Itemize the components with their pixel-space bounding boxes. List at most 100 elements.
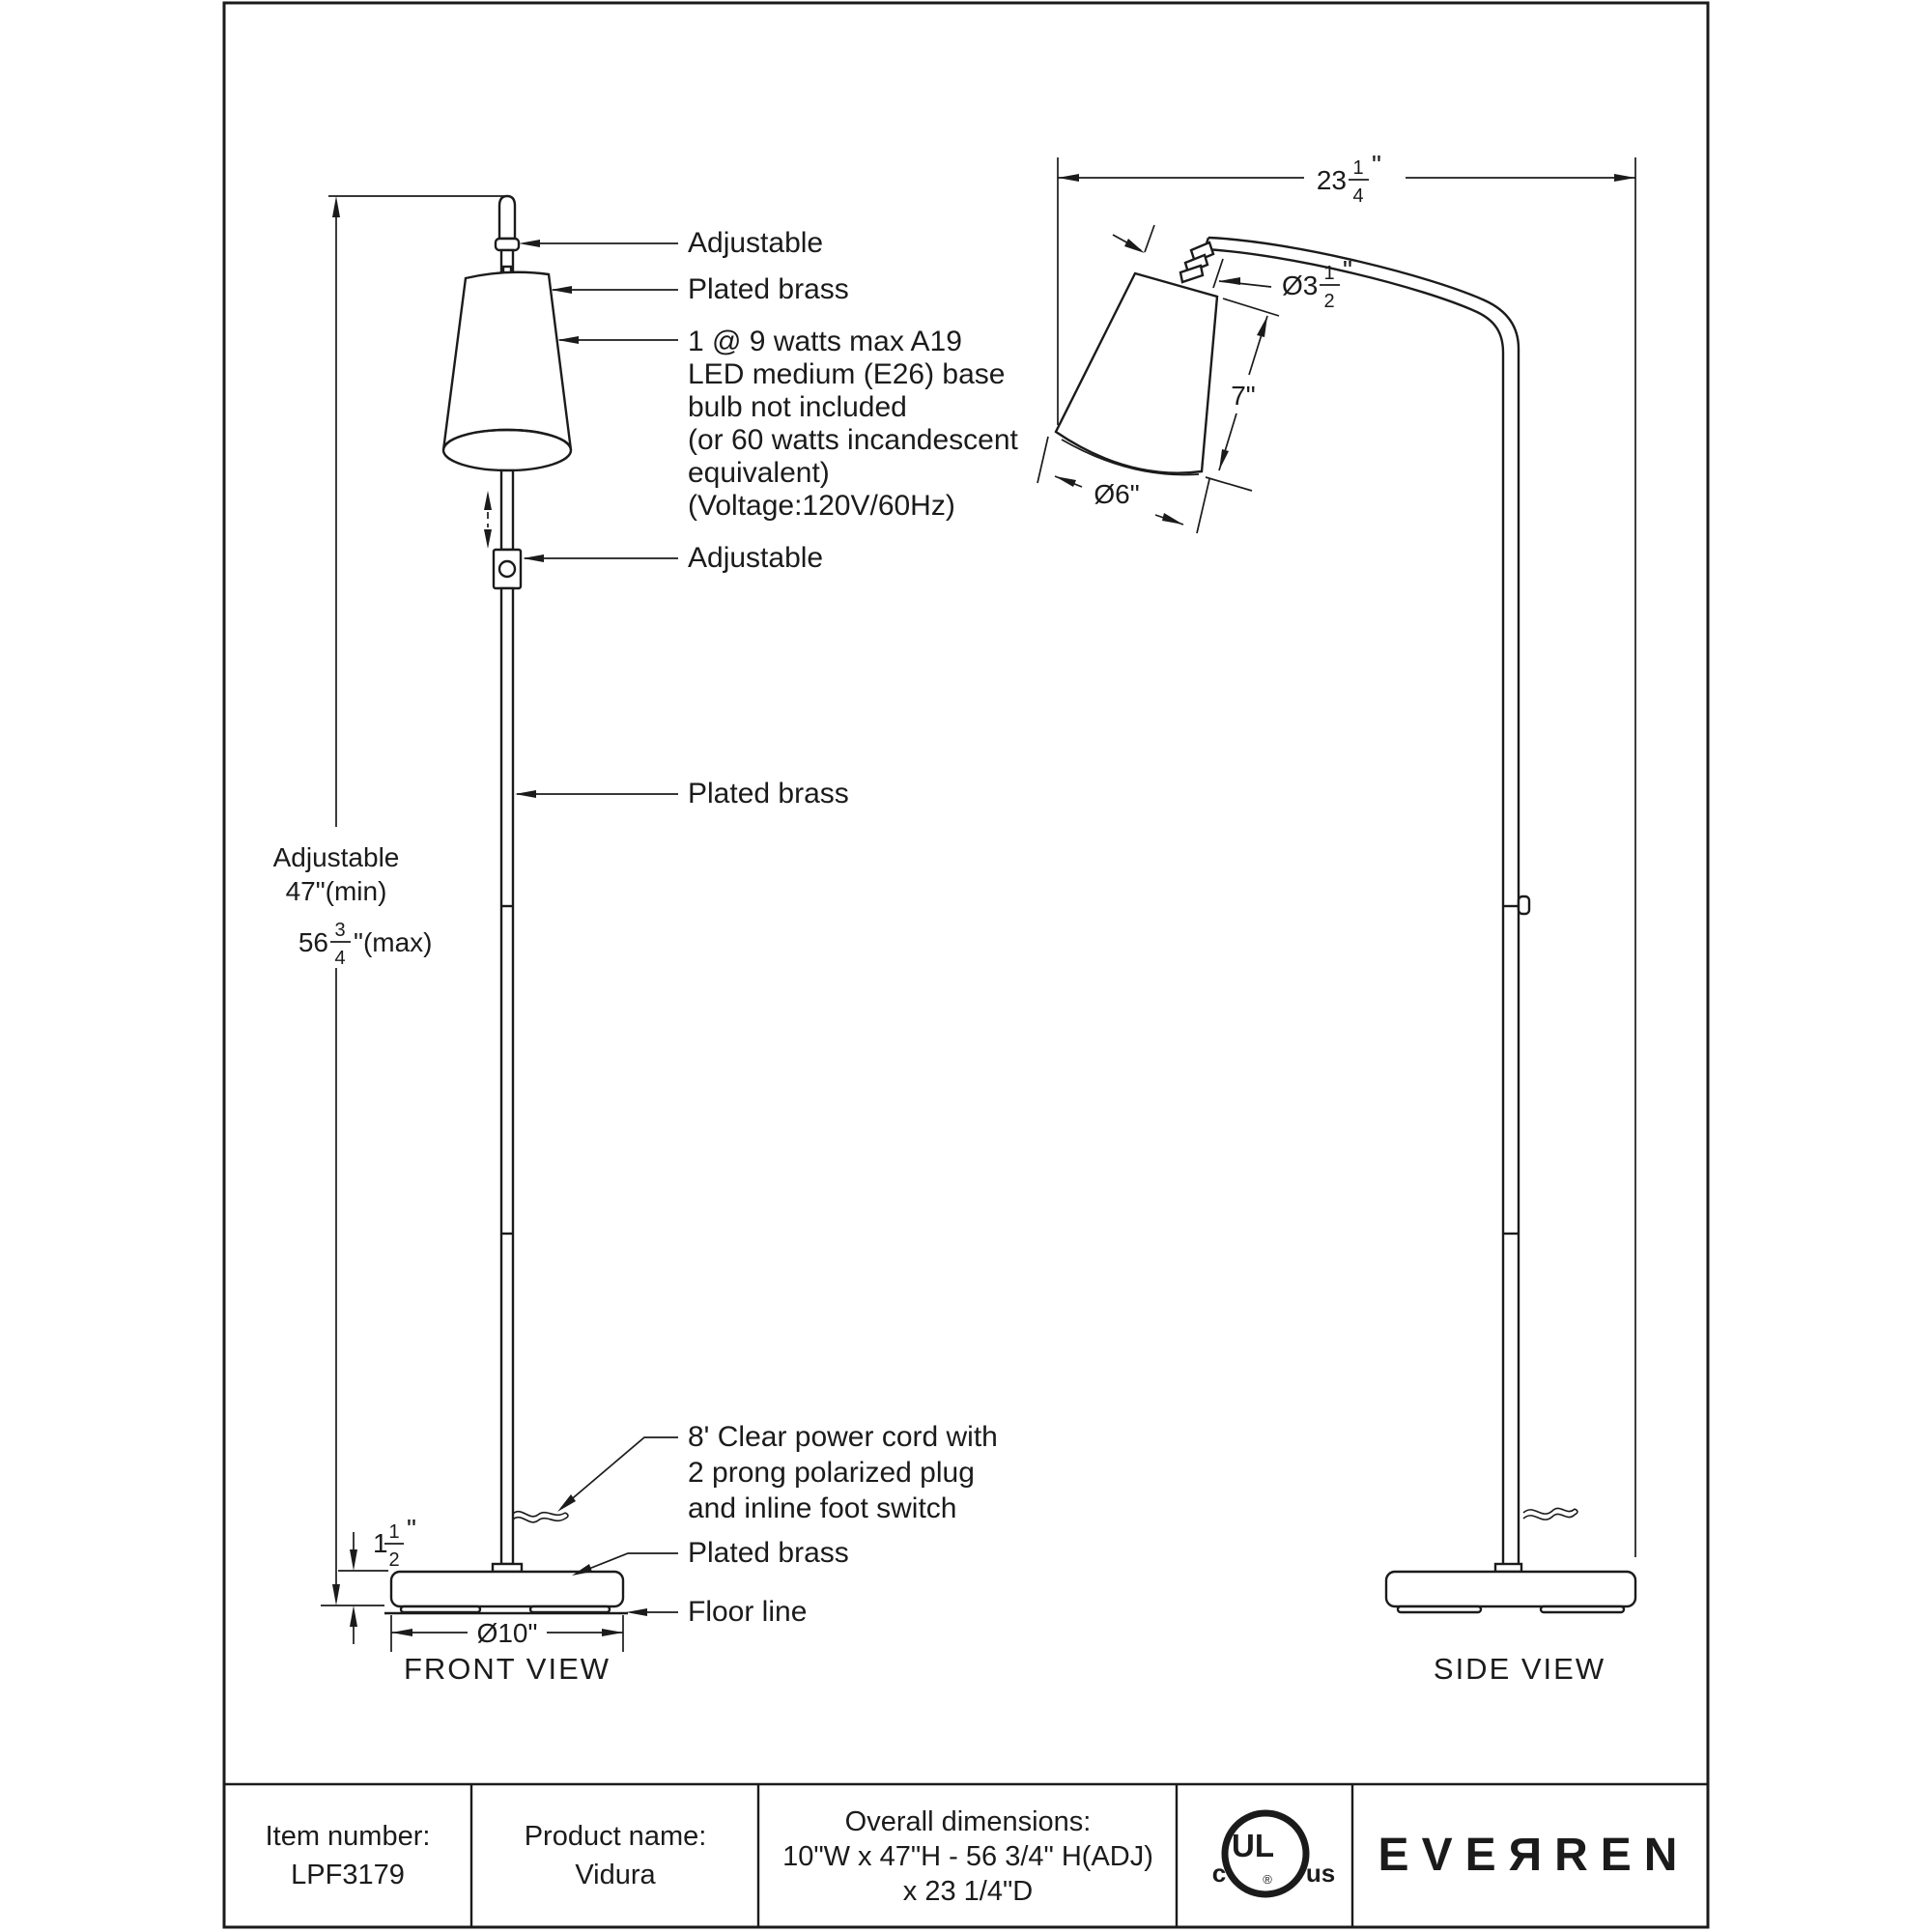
base-height-text: 1 1 2 " bbox=[373, 1514, 416, 1571]
overall-dimensions-cell: Overall dimensions: 10"W x 47"H - 56 3/4… bbox=[782, 1806, 1153, 1907]
knuckle-band-3 bbox=[1179, 264, 1205, 284]
leader-arrow bbox=[519, 240, 540, 247]
product-name-label: Product name: bbox=[525, 1821, 707, 1852]
annotation-adjustable-mid: Adjustable bbox=[688, 542, 823, 574]
product-name-cell: Product name: Vidura bbox=[525, 1821, 707, 1890]
front-pole bbox=[499, 586, 515, 1566]
overall-dimensions-label: Overall dimensions: bbox=[845, 1806, 1092, 1837]
depth-numerator: 1 bbox=[1352, 157, 1363, 179]
side-cord-strand-2 bbox=[1522, 1513, 1576, 1520]
side-view-label: SIDE VIEW bbox=[1434, 1652, 1605, 1686]
neck-numerator: 1 bbox=[1323, 263, 1334, 284]
annotation-shade-material: Plated brass bbox=[688, 273, 849, 305]
ul-certification-cell: UL c us ® bbox=[1212, 1809, 1335, 1898]
front-annotations: Adjustable Plated brass 1 @ 9 watts max … bbox=[515, 227, 1019, 1628]
leader-cord bbox=[560, 1436, 678, 1509]
depth-suffix: " bbox=[1372, 150, 1381, 180]
tick-top bbox=[1222, 298, 1280, 317]
product-name-value: Vidura bbox=[575, 1860, 656, 1890]
neck-dim-text: Ø3 1 2 " bbox=[1282, 255, 1352, 312]
leader-base-material bbox=[576, 1552, 678, 1575]
adjustable-collar bbox=[494, 237, 521, 252]
arrowhead-right bbox=[1219, 277, 1240, 285]
side-base bbox=[1384, 1570, 1637, 1608]
annotation-adjustable-top: Adjustable bbox=[688, 227, 823, 259]
neck-whole: Ø3 bbox=[1282, 270, 1318, 300]
height-max-numerator: 3 bbox=[334, 920, 345, 941]
adjustable-arrow bbox=[484, 491, 492, 549]
arrowhead-down bbox=[350, 1549, 357, 1571]
tick-right bbox=[1196, 478, 1210, 534]
base-height-denominator: 2 bbox=[388, 1549, 399, 1571]
shade-diameter-text: Ø6" bbox=[1094, 479, 1139, 509]
shade-height-text: 7" bbox=[1231, 381, 1256, 411]
height-dim-min: 47"(min) bbox=[286, 876, 387, 906]
annotation-cord-line3: and inline foot switch bbox=[688, 1492, 957, 1524]
leader-arrow bbox=[523, 554, 544, 562]
arrowhead-up bbox=[350, 1605, 357, 1627]
leader-arrow bbox=[551, 286, 572, 294]
arm-inner bbox=[1204, 247, 1505, 1564]
neck-denominator: 2 bbox=[1323, 291, 1334, 312]
side-foot-pad-front bbox=[1396, 1605, 1483, 1614]
overall-dimensions-line1: 10"W x 47"H - 56 3/4" H(ADJ) bbox=[782, 1841, 1153, 1872]
side-neck-dimension: Ø3 1 2 " bbox=[1112, 224, 1352, 312]
front-base-width-dimension: Ø10" bbox=[390, 1615, 624, 1652]
height-max-whole: 56 bbox=[298, 927, 328, 957]
front-base bbox=[389, 1570, 625, 1608]
brand-logo: EVEЯREN bbox=[1378, 1830, 1690, 1881]
depth-whole: 23 bbox=[1317, 165, 1347, 195]
ul-logo-registered-mark: ® bbox=[1263, 1872, 1272, 1887]
annotation-bulb-line4: (or 60 watts incandescent bbox=[688, 424, 1019, 456]
leader-arrow bbox=[515, 790, 536, 798]
side-depth-dimension: 23 1 4 " bbox=[1057, 150, 1636, 1557]
annotation-cord-line2: 2 prong polarized plug bbox=[688, 1457, 975, 1489]
side-shade-diameter-dimension: Ø6" bbox=[1037, 436, 1210, 534]
item-number-cell: Item number: LPF3179 bbox=[266, 1821, 431, 1890]
height-max-suffix: "(max) bbox=[354, 927, 432, 957]
arrowhead-down bbox=[484, 529, 492, 549]
side-cord-end bbox=[1574, 1508, 1578, 1516]
arrowhead-left bbox=[1124, 239, 1145, 253]
front-view-drawing bbox=[384, 194, 628, 1615]
annotation-bulb-line6: (Voltage:120V/60Hz) bbox=[688, 490, 955, 522]
side-view-drawing bbox=[1054, 236, 1637, 1614]
knuckle-band-1 bbox=[1189, 241, 1215, 264]
annotation-base-material: Plated brass bbox=[688, 1537, 849, 1569]
arrowhead-left bbox=[1055, 476, 1076, 487]
tick-right bbox=[1212, 258, 1224, 289]
ul-logo-c: c bbox=[1212, 1859, 1226, 1888]
arrowhead-up bbox=[332, 196, 340, 217]
annotation-bulb-line1: 1 @ 9 watts max A19 bbox=[688, 326, 962, 357]
front-height-dimension: Adjustable 47"(min) 56 3 4 "(max) bbox=[273, 195, 508, 1605]
side-cord-strand-1 bbox=[1522, 1507, 1576, 1515]
leader-arrow bbox=[626, 1608, 647, 1616]
base-height-suffix: " bbox=[407, 1514, 416, 1544]
finial bbox=[497, 194, 517, 241]
arm-outer bbox=[1208, 236, 1520, 1564]
annotation-floor-line: Floor line bbox=[688, 1596, 807, 1628]
power-cord-strand-2 bbox=[512, 1516, 566, 1523]
leader-arrow bbox=[572, 1564, 592, 1576]
ul-logo-circle bbox=[1221, 1809, 1310, 1898]
power-cord-strand-1 bbox=[512, 1510, 566, 1518]
arrowhead-down bbox=[332, 1584, 340, 1605]
arrowhead-left bbox=[391, 1629, 412, 1636]
front-view-label: FRONT VIEW bbox=[404, 1652, 611, 1686]
side-shade-height-dimension: 7" bbox=[1205, 298, 1280, 492]
tick-left bbox=[1144, 224, 1155, 253]
annotation-pole-material: Plated brass bbox=[688, 778, 849, 810]
ul-logo-us: us bbox=[1306, 1859, 1335, 1888]
leader-arrow bbox=[557, 1494, 576, 1512]
foot-pad-right bbox=[528, 1605, 611, 1614]
depth-dim-text: 23 1 4 " bbox=[1317, 150, 1381, 207]
item-number-label: Item number: bbox=[266, 1821, 431, 1852]
arrowhead-right bbox=[1162, 513, 1183, 525]
side-foot-pad-rear bbox=[1539, 1605, 1626, 1614]
front-base-height-dimension: 1 1 2 " bbox=[321, 1514, 416, 1644]
tick-bottom bbox=[1205, 476, 1253, 492]
overall-dimensions-line2: x 23 1/4"D bbox=[903, 1876, 1033, 1907]
height-dim-label: Adjustable bbox=[273, 842, 400, 872]
